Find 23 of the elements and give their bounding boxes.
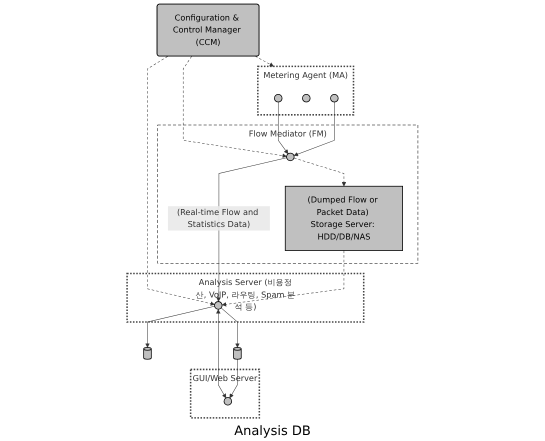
arrow	[230, 358, 238, 398]
cluster: Metering Agent (MA)	[257, 66, 354, 116]
arrow	[220, 308, 240, 348]
arrow	[147, 56, 215, 306]
node-cylinder	[143, 347, 152, 360]
arrow	[222, 250, 344, 307]
node-circle	[224, 397, 232, 406]
node-box: (Dumped Flow or Packet Data) Storage Server: HDD/DB/NAS	[284, 186, 403, 251]
arrow	[182, 56, 287, 158]
edge-label: (Real-time Flow and Statistics Data)	[176, 207, 258, 230]
arrow	[254, 56, 274, 67]
node-circle	[302, 94, 311, 102]
label-text: Analysis DB	[234, 424, 311, 439]
arrow	[294, 102, 335, 156]
arrow	[145, 306, 215, 348]
node-circle	[330, 94, 339, 102]
arrow	[216, 309, 226, 398]
arrow	[278, 102, 288, 154]
node-circle	[274, 94, 282, 102]
arrow	[294, 158, 346, 186]
node-circle	[214, 301, 222, 310]
node-cylinder	[233, 347, 242, 360]
node-circle	[286, 152, 295, 162]
